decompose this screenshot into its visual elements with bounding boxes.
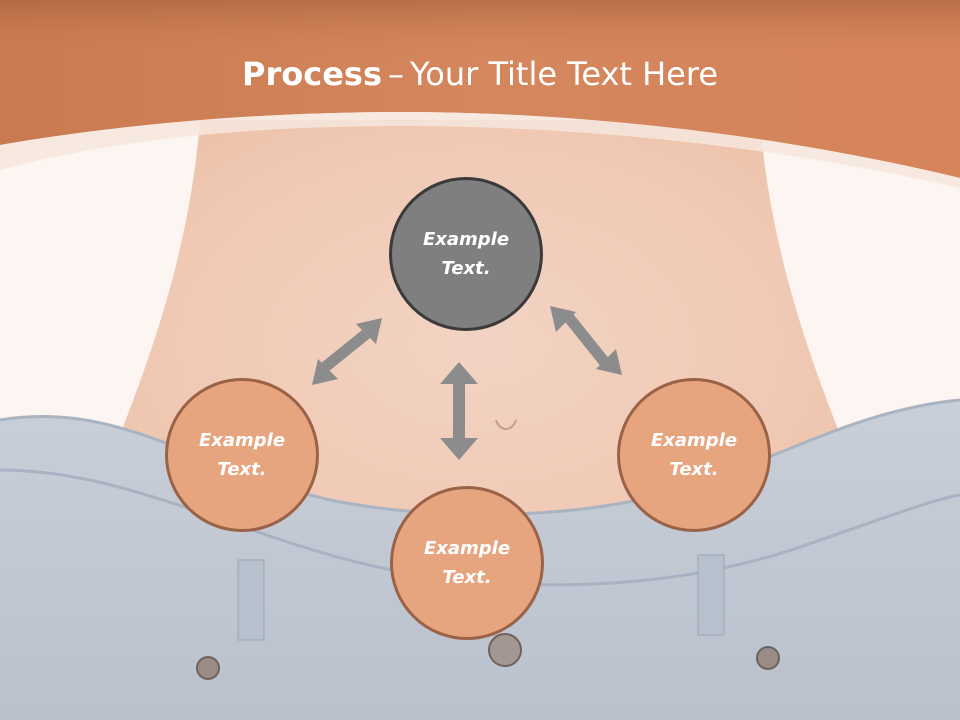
node-left: Example Text. bbox=[165, 378, 319, 532]
title-bold: Process bbox=[242, 55, 382, 93]
node-right-label: Example Text. bbox=[650, 430, 738, 480]
node-bottom-label: Example Text. bbox=[423, 538, 511, 588]
node-top-label: Example Text. bbox=[422, 229, 510, 279]
node-top: Example Text. bbox=[389, 177, 543, 331]
node-right: Example Text. bbox=[617, 378, 771, 532]
node-bottom: Example Text. bbox=[390, 486, 544, 640]
title-separator: – bbox=[387, 55, 404, 93]
node-left-label: Example Text. bbox=[198, 430, 286, 480]
title-rest: Your Title Text Here bbox=[409, 55, 718, 93]
slide-title: Process–Your Title Text Here bbox=[0, 52, 960, 96]
